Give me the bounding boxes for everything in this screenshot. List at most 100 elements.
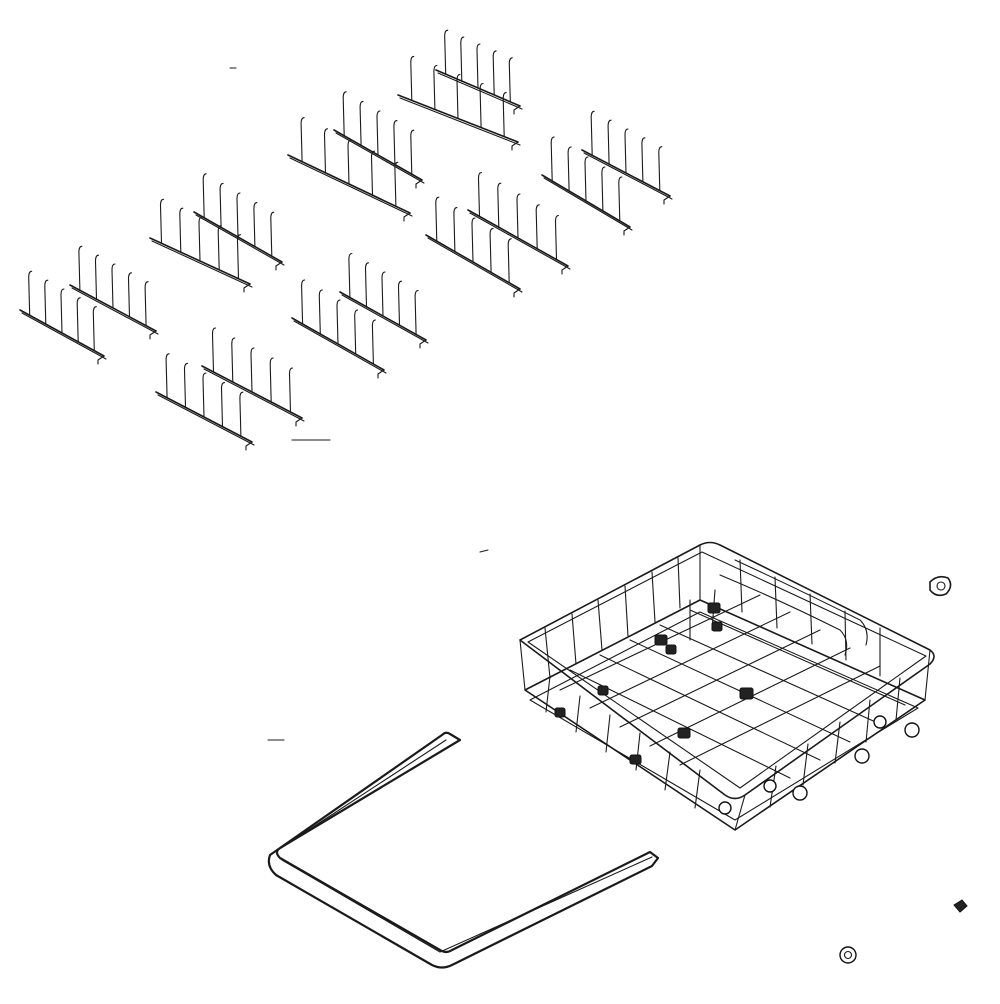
tine	[607, 119, 612, 165]
tine-row	[397, 55, 521, 151]
tine	[220, 382, 226, 428]
tine	[497, 182, 502, 228]
tine	[111, 263, 116, 309]
tine	[371, 319, 376, 365]
tine	[231, 337, 236, 383]
tine	[270, 211, 275, 257]
tine	[250, 347, 255, 393]
tine	[288, 367, 294, 413]
tine	[236, 234, 242, 280]
tine	[236, 192, 241, 238]
tine-row	[435, 29, 523, 115]
tine	[179, 207, 184, 253]
tine-row	[339, 252, 429, 349]
tine	[393, 120, 398, 166]
tine	[492, 50, 497, 96]
tine-row	[201, 327, 305, 427]
tine	[301, 279, 306, 325]
tine	[460, 36, 465, 82]
tine	[217, 225, 222, 271]
tine	[590, 110, 595, 156]
tine	[507, 238, 512, 284]
tine	[44, 279, 49, 325]
lower-dish-rack	[519, 541, 935, 831]
tine	[381, 271, 386, 317]
tine	[624, 128, 629, 174]
tine	[397, 280, 403, 326]
loose-wheel-part-1	[929, 575, 952, 597]
tine	[198, 216, 203, 262]
tine	[323, 128, 329, 174]
tine	[414, 289, 419, 336]
tine	[159, 198, 165, 244]
tine	[60, 288, 65, 334]
rack-rail-guard	[267, 731, 660, 969]
tine	[165, 353, 170, 399]
tine	[567, 146, 572, 192]
tine	[348, 252, 353, 299]
tine-row	[149, 198, 253, 293]
tine	[300, 117, 305, 163]
tine	[354, 309, 359, 355]
tine	[641, 137, 646, 183]
tine	[202, 173, 207, 219]
tine	[444, 29, 449, 75]
tine	[364, 262, 370, 308]
tine-rows	[19, 29, 673, 451]
tine	[471, 217, 476, 263]
tine	[550, 136, 555, 182]
tine-row	[291, 279, 387, 379]
tine	[359, 100, 364, 146]
tine	[347, 139, 352, 185]
tine	[618, 176, 623, 222]
tine	[508, 57, 513, 103]
tine-row	[193, 173, 285, 271]
tine-row	[155, 353, 255, 451]
tine	[211, 327, 217, 373]
loose-clip-part	[953, 899, 968, 913]
tine-row	[69, 245, 159, 340]
stray-marks	[229, 67, 489, 741]
loose-wheel-part-2	[839, 946, 857, 964]
tine	[435, 196, 440, 242]
tine	[183, 362, 189, 408]
tine-row	[425, 196, 523, 298]
tine	[253, 202, 258, 248]
tine	[370, 150, 376, 196]
tine	[433, 64, 438, 111]
tine	[489, 227, 494, 273]
tine-row	[19, 270, 107, 365]
tine	[94, 254, 100, 300]
tine	[127, 272, 133, 318]
tine-row	[541, 136, 633, 236]
tine	[342, 91, 347, 137]
tine-row	[581, 110, 673, 205]
tine-row	[467, 171, 571, 275]
tine	[144, 281, 149, 327]
tine	[336, 299, 341, 345]
tine	[394, 161, 399, 207]
tine	[453, 207, 458, 253]
tine	[601, 166, 606, 212]
tine	[269, 357, 274, 403]
tine	[456, 73, 461, 120]
tine	[92, 306, 97, 352]
tine-row	[333, 91, 425, 189]
tine	[410, 55, 415, 101]
tine	[477, 171, 483, 218]
tine	[318, 289, 323, 335]
tine	[219, 182, 224, 228]
tine	[376, 110, 381, 156]
tine	[476, 43, 481, 89]
tine	[28, 270, 33, 316]
tine	[516, 193, 521, 239]
tine	[78, 245, 83, 291]
tine-row	[287, 117, 413, 222]
tine	[410, 129, 415, 175]
tine	[202, 372, 207, 418]
tine	[584, 156, 589, 202]
tine	[554, 214, 560, 261]
tine	[535, 204, 540, 250]
